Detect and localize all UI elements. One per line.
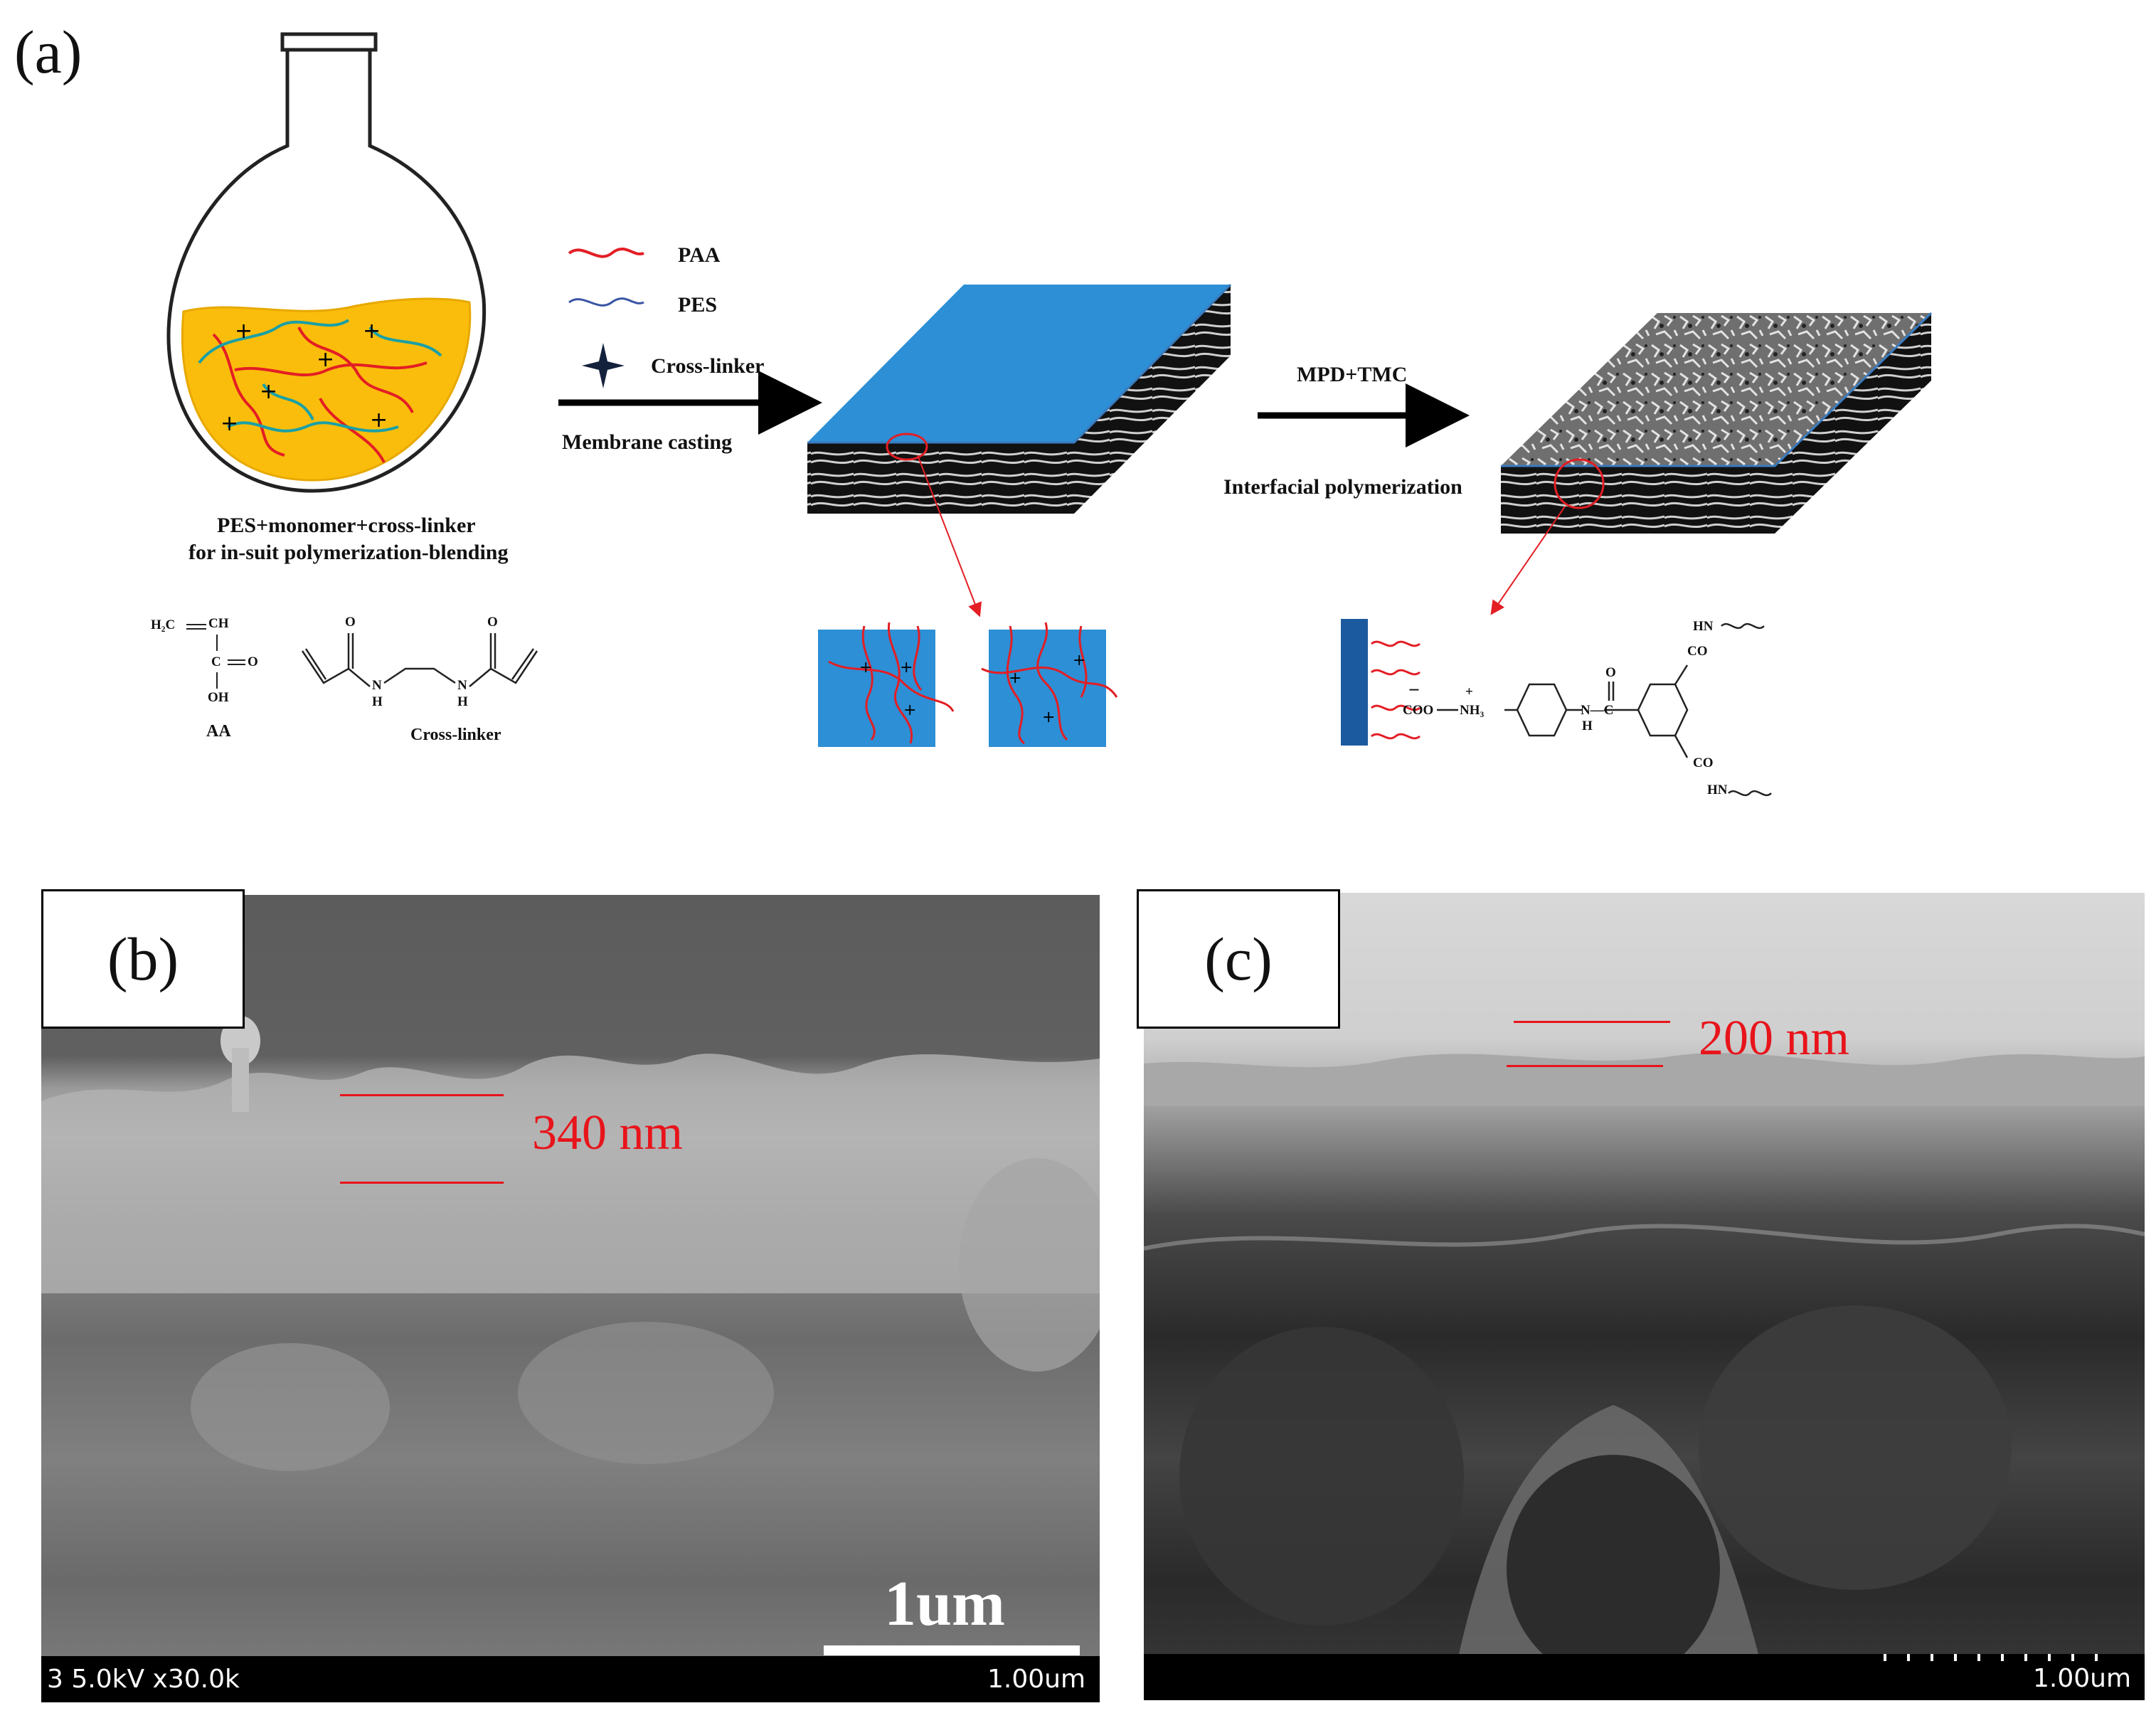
round-bottom-flask: + + + + + + [166, 32, 487, 493]
svg-text:+: + [235, 319, 253, 344]
paa-zoom-right: + + + [981, 622, 1118, 747]
aa-ch: CH [208, 616, 229, 631]
flask-caption-line2: for in-suit polymerization-blending [188, 541, 509, 564]
pa-amide-nc: N—C [1581, 703, 1614, 718]
crosslinker-structure [301, 633, 538, 687]
sem-info-right-c: 1.00um [2033, 1664, 2132, 1693]
scale-text-b: 1um [884, 1569, 1006, 1639]
aa-c: C [211, 654, 221, 669]
flask-caption-line1: PES+monomer+cross-linker [217, 514, 476, 537]
aa-o: O [248, 654, 258, 669]
svg-text:+: + [900, 659, 913, 677]
flask-solution [181, 297, 472, 482]
pa-layer-bar [1341, 619, 1368, 746]
sem-info-bar-b: 3 5.0kV x30.0k 1.00um [41, 1656, 1100, 1702]
aa-h2c: H₂C [151, 617, 176, 632]
sem-image-b: 340 nm 1um [41, 895, 1100, 1702]
pa-co-bot: CO [1693, 755, 1714, 770]
aa-name: AA [206, 722, 231, 741]
aa-structure [186, 624, 245, 689]
legend-crosslinker-label: Cross-linker [651, 354, 765, 378]
crosslinker-h2: H [457, 694, 468, 709]
aa-oh: OH [208, 690, 229, 705]
pa-coo: COO [1403, 703, 1434, 718]
thickness-line-c-top [1514, 1021, 1670, 1023]
paa-zoom-left: + + + [818, 622, 955, 747]
crosslinker-name: Cross-linker [410, 726, 501, 744]
pa-composite-membrane-block [1501, 312, 1933, 534]
svg-text:+: + [363, 319, 381, 344]
thickness-line-b-bottom [340, 1182, 504, 1184]
thickness-line-c-bottom [1507, 1065, 1663, 1067]
scale-bar-b [824, 1645, 1080, 1655]
pa-minus: − [1408, 679, 1420, 701]
panel-c-tag: (c) [1137, 889, 1340, 1029]
svg-text:+: + [903, 701, 916, 719]
pa-amide-o: O [1605, 665, 1616, 680]
sem-info-bar-c: 1.00um [1144, 1654, 2145, 1700]
panel-b-tag: (b) [41, 889, 245, 1029]
scale-bar-c [1884, 1654, 2118, 1661]
thickness-label-b: 340 nm [532, 1105, 683, 1160]
svg-text:+: + [221, 411, 238, 436]
svg-text:+: + [859, 659, 872, 677]
membrane-casting-label: Membrane casting [562, 430, 733, 454]
thickness-label-c: 200 nm [1699, 1011, 1849, 1066]
legend [568, 248, 644, 388]
mpd-tmc-label: MPD+TMC [1297, 363, 1408, 386]
legend-pes-label: PES [678, 293, 718, 317]
svg-text:+: + [370, 408, 388, 433]
interfacial-polymerization-label: Interfacial polymerization [1223, 475, 1462, 499]
pa-co-top: CO [1687, 644, 1708, 659]
pa-plus: + [1465, 684, 1473, 699]
thickness-line-b-top [340, 1094, 504, 1096]
crosslinker-n1: N [372, 678, 382, 693]
svg-text:+: + [317, 347, 334, 372]
crosslinker-symbol [582, 343, 625, 388]
crosslinker-o1: O [345, 615, 356, 630]
svg-text:+: + [1042, 709, 1055, 726]
sem-info-right-b: 1.00um [987, 1665, 1086, 1694]
panel-a-schematic: + + + + + + + + + [166, 32, 1933, 797]
crosslinker-o2: O [487, 615, 498, 630]
panel-a-letter: (a) [14, 18, 83, 86]
svg-text:+: + [260, 379, 277, 404]
crosslinker-n2: N [457, 678, 467, 693]
pa-hn-top: HN [1693, 619, 1714, 634]
sem-info-left-b: 3 5.0kV x30.0k [47, 1665, 240, 1694]
crosslinker-h1: H [372, 694, 383, 709]
membrane-casting-block [807, 283, 1232, 514]
legend-paa-label: PAA [678, 243, 721, 267]
svg-text:+: + [1073, 652, 1085, 669]
pa-hn-bot: HN [1707, 783, 1728, 797]
pa-nh3: NH₃ [1460, 703, 1485, 718]
svg-text:+: + [1009, 669, 1021, 687]
pa-amide-h: H [1582, 719, 1593, 733]
